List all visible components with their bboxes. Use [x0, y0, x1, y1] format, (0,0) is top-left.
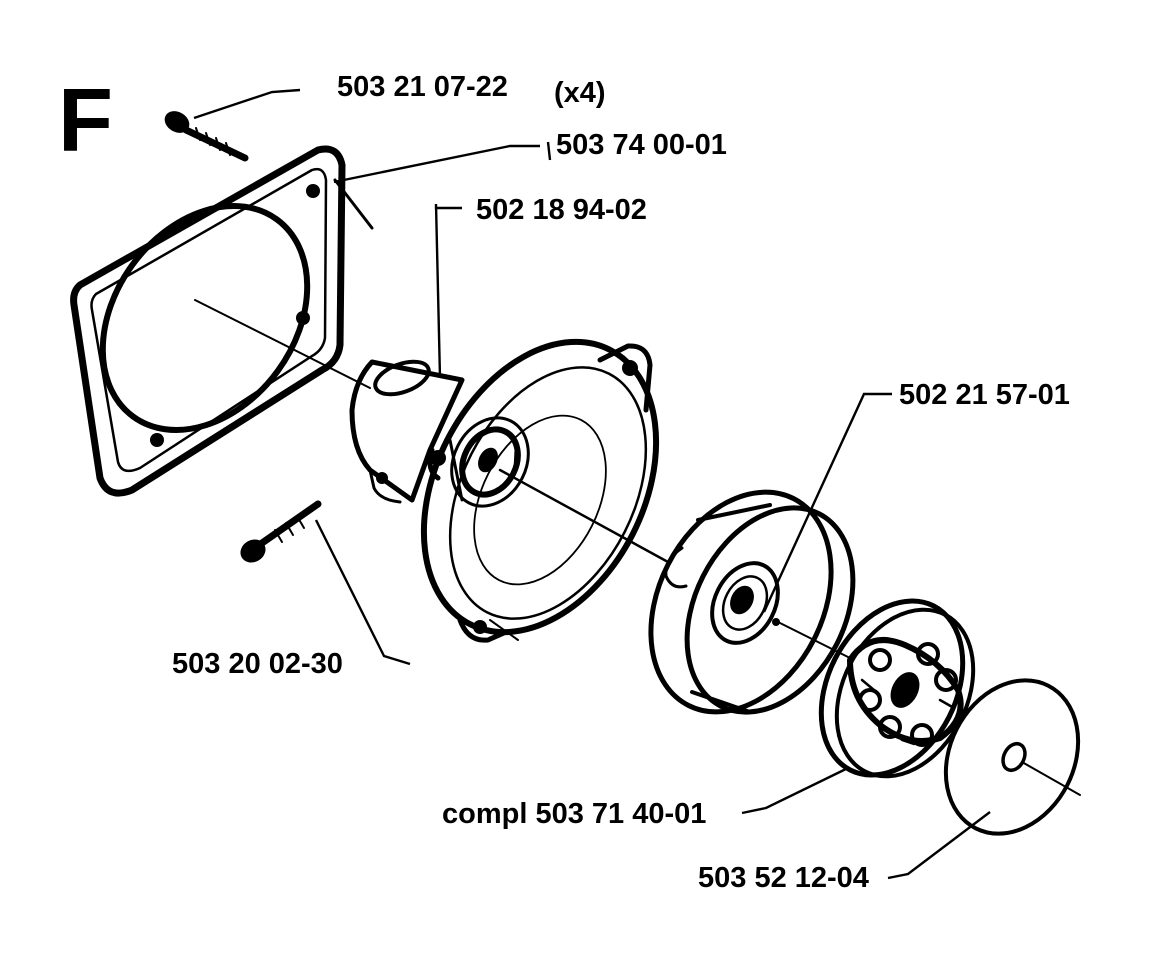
quantity-note: (x4) — [554, 77, 606, 109]
assembly-axis — [194, 299, 1081, 796]
screw-bottom — [240, 500, 322, 563]
part-number-502-18-94-02: 502 18 94-02 — [476, 194, 647, 226]
part-number-503-21-07-22: 503 21 07-22 — [337, 71, 508, 103]
part-number-502-21-57-01: 502 21 57-01 — [899, 379, 1070, 411]
part-number-503-52-12-04: 503 52 12-04 — [698, 862, 869, 894]
screw-top — [164, 111, 249, 162]
leader-lines — [193, 88, 991, 880]
washer — [943, 678, 1081, 836]
clutch-housing — [349, 338, 660, 643]
part-number-503-20-02-30: 503 20 02-30 — [172, 648, 343, 680]
clutch-drum — [648, 489, 856, 715]
part-number-503-71-40-01: compl 503 71 40-01 — [442, 798, 706, 830]
section-letter: F — [58, 71, 113, 171]
part-number-503-74-00-01: 503 74 00-01 — [556, 129, 727, 161]
gasket-plate — [70, 145, 374, 497]
